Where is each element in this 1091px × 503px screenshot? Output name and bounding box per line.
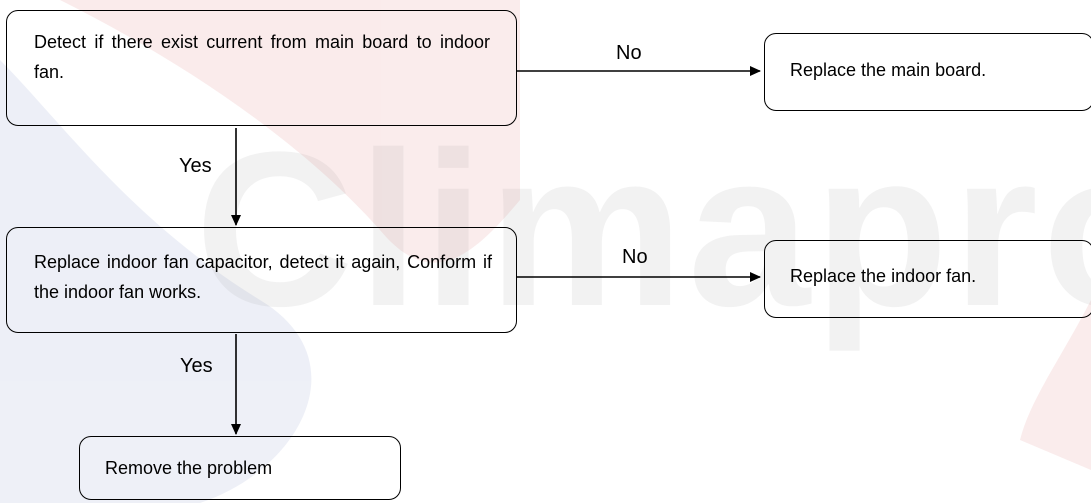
node-replace-capacitor: Replace indoor fan capacitor, detect it … [6, 227, 517, 333]
node-replace-indoor-fan-text: Replace the indoor fan. [790, 266, 977, 286]
node-detect-current-text: Detect if there exist current from main … [34, 32, 490, 82]
node-replace-main-board-text: Replace the main board. [790, 60, 987, 80]
watermark-swoosh-red [60, 0, 520, 263]
edge-label-no-2: No [622, 246, 648, 268]
node-remove-problem: Remove the problem [79, 436, 401, 500]
node-replace-main-board: Replace the main board. [764, 33, 1091, 111]
edge-label-yes-1: Yes [179, 155, 212, 177]
edge-label-no-1: No [616, 42, 642, 64]
node-remove-problem-text: Remove the problem [105, 458, 273, 478]
node-detect-current: Detect if there exist current from main … [6, 10, 517, 126]
watermark-text: Climaproyec [195, 106, 1091, 352]
edge-label-yes-2: Yes [180, 355, 213, 377]
node-replace-indoor-fan: Replace the indoor fan. [764, 240, 1091, 318]
watermark-swoosh-blue [0, 60, 312, 503]
node-replace-capacitor-text: Replace indoor fan capacitor, detect it … [34, 252, 492, 302]
watermark-swoosh-red-right [1020, 300, 1091, 470]
